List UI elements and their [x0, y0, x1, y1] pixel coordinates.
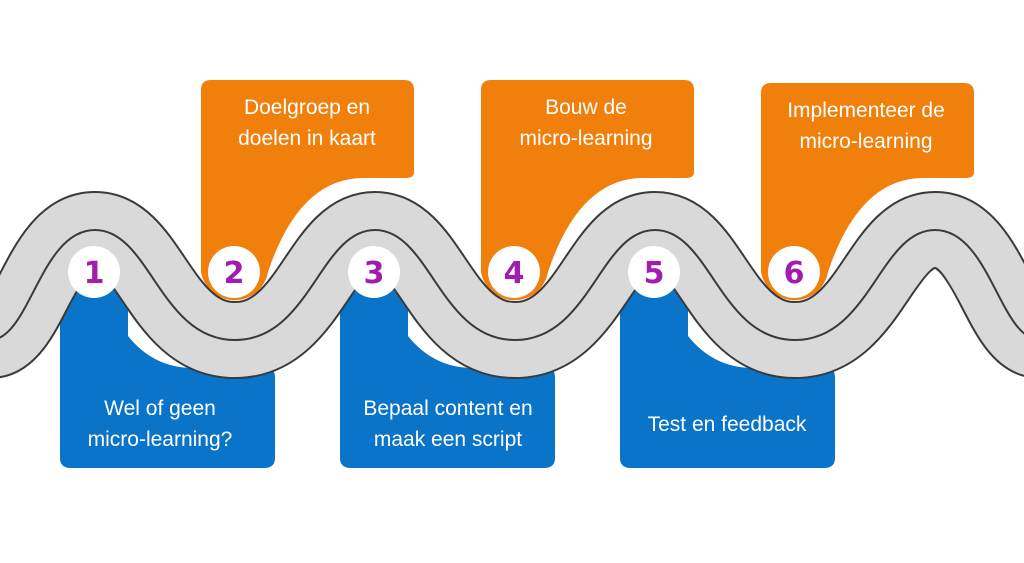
step-4-label-line-1: Bouw de: [545, 96, 627, 119]
step-number: 4: [504, 256, 525, 291]
step-1-label-line-1: Wel of geen: [104, 397, 216, 420]
step-labels: Wel of geen micro-learning? Doelgroep en…: [88, 96, 945, 451]
step-marker-5: 5: [628, 246, 680, 298]
step-6-label-line-1: Implementeer de: [787, 99, 945, 122]
step-card-6: [761, 83, 974, 301]
step-card-5: [620, 236, 835, 468]
step-number: 3: [364, 256, 385, 291]
step-number: 5: [644, 256, 665, 291]
road-center-line: [0, 228, 1024, 342]
step-circle: [208, 246, 260, 298]
step-circle: [628, 246, 680, 298]
step-marker-6: 6: [768, 246, 820, 298]
step-6-label-line-2: micro-learning: [799, 130, 932, 153]
step-2-label-line-1: Doelgroep en: [244, 96, 370, 119]
step-number: 1: [84, 256, 105, 291]
step-card-4: [481, 80, 694, 301]
step-marker-3: 3: [348, 246, 400, 298]
step-3-label-line-1: Bepaal content en: [363, 397, 532, 420]
step-card-3: [340, 236, 555, 468]
step-marker-2: 2: [208, 246, 260, 298]
step-card-2: [201, 80, 414, 301]
step-circle: [348, 246, 400, 298]
winding-road: [0, 190, 1024, 380]
step-marker-4: 4: [488, 246, 540, 298]
step-cards: [60, 80, 974, 468]
step-markers: 1 2 3 4 5 6: [68, 246, 820, 298]
step-number: 2: [224, 256, 245, 291]
step-card-1: [60, 236, 275, 468]
step-4-label-line-2: micro-learning: [519, 127, 652, 150]
step-marker-1: 1: [68, 246, 120, 298]
step-3-label-line-2: maak een script: [374, 428, 522, 451]
step-circle: [68, 246, 120, 298]
step-1-label-line-2: micro-learning?: [88, 428, 233, 451]
step-number: 6: [784, 256, 805, 291]
step-2-label-line-2: doelen in kaart: [238, 127, 376, 150]
step-circle: [488, 246, 540, 298]
step-circle: [768, 246, 820, 298]
step-5-label-line-1: Test en feedback: [648, 413, 807, 436]
